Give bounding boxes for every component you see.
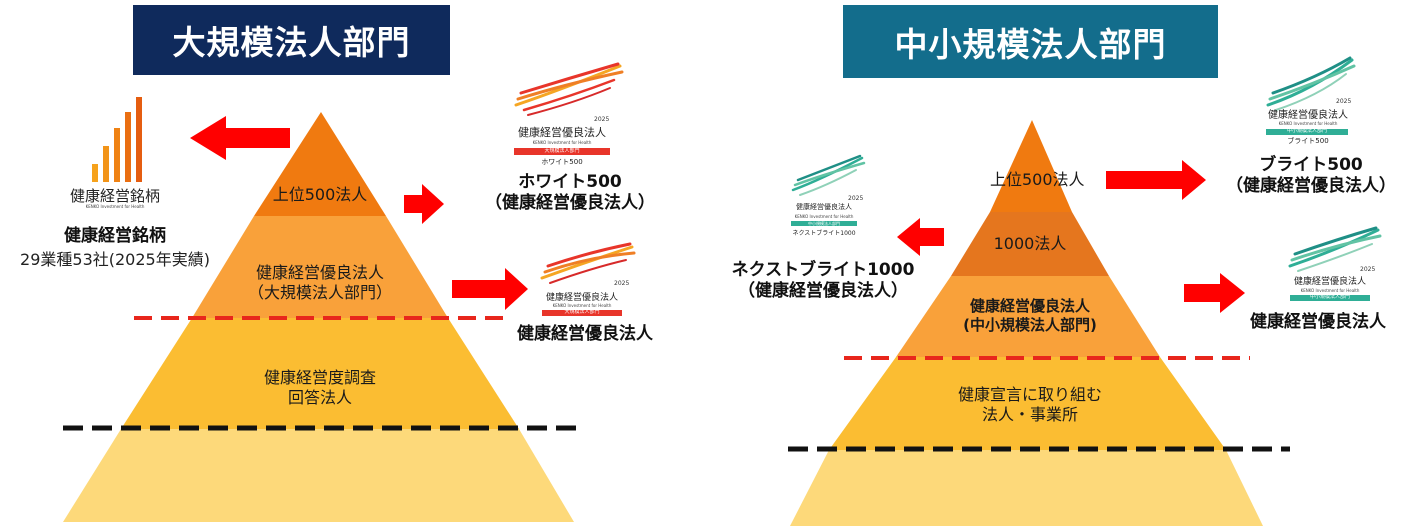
right-tier-base <box>790 450 1263 526</box>
bright500-logo-band-text: 中小規模法人部門 <box>1286 128 1327 134</box>
white500-logo-band <box>514 148 610 155</box>
right-tier-1000 <box>951 212 1109 276</box>
right-tier-certified-label: 健康経営優良法人 (中小規模法人部門) <box>930 297 1130 335</box>
nextbright-wave-icon <box>791 154 866 196</box>
arrow-to-certified-right <box>1184 273 1245 313</box>
right-tier-certified-line1: 健康経営優良法人 <box>969 297 1090 315</box>
certified-right-logo-band-text: 中小規模法人部門 <box>1309 294 1350 300</box>
bright500-caption: ブライト500 （健康経営優良法人） <box>1216 155 1406 198</box>
arrow-to-nextbright <box>897 218 944 256</box>
brand-bar-3 <box>114 128 120 182</box>
large-enterprise-title: 大規模法人部門 <box>133 5 450 75</box>
certified-left-caption: 健康経営優良法人 <box>517 324 653 344</box>
nextbright-caption-line2: （健康経営優良法人） <box>738 281 908 302</box>
certified-left-logo-name: 健康経営優良法人 <box>545 293 618 303</box>
arrow-to-white500 <box>404 184 444 224</box>
certified-right-logo-band <box>1290 295 1370 301</box>
right-tier-declaration-line1: 健康宣言に取り組む <box>957 385 1102 404</box>
right-pyramid <box>788 120 1290 526</box>
right-tier-certified <box>896 276 1160 357</box>
certified-left-logo-band <box>542 310 622 316</box>
right-tier-top-label: 上位500法人 <box>990 170 1085 189</box>
nextbright-logo-sub: ネクストブライト1000 <box>792 230 856 237</box>
white500-caption-line1: ホワイト500 <box>518 172 622 192</box>
certified-left-logo-band-text: 大規模法人部門 <box>564 309 600 315</box>
certified-right-caption: 健康経営優良法人 <box>1250 312 1386 332</box>
brand-stat: 29業種53社(2025年実績) <box>20 250 210 269</box>
left-tier-top-label: 上位500法人 <box>272 185 368 204</box>
bright500-wave-icon <box>1266 56 1356 111</box>
white500-caption-line2: （健康経営優良法人） <box>485 193 655 214</box>
bright500-logo-year: 2025 <box>1336 98 1352 105</box>
bright500-caption-line2: （健康経営優良法人） <box>1226 176 1396 197</box>
white500-logo-band-text: 大規模法人部門 <box>544 148 580 154</box>
certified-right-logo-year: 2025 <box>1360 266 1376 273</box>
nextbright-caption-line1: ネクストブライト1000 <box>731 260 915 280</box>
brand-bar-5 <box>136 97 142 182</box>
left-tier-survey <box>121 318 519 429</box>
brand-bars-icon <box>92 97 142 182</box>
white500-logo-sub: ホワイト500 <box>541 158 583 166</box>
left-tier-survey-line2: 回答法人 <box>287 388 352 407</box>
left-tier-certified-line2: （大規模法人部門） <box>247 283 392 302</box>
nextbright-caption: ネクストブライト1000 （健康経営優良法人） <box>728 260 918 303</box>
arrow-left-to-brand <box>190 116 290 160</box>
certified-left-logo-year: 2025 <box>614 280 630 287</box>
left-tier-survey-label: 健康経営度調査 回答法人 <box>180 368 460 408</box>
brand-caption: 健康経営銘柄 <box>64 226 166 246</box>
bright500-logo-sub: ブライト500 <box>1287 137 1329 145</box>
certified-left-wave-icon <box>540 242 636 284</box>
certified-right-wave-icon <box>1288 226 1382 272</box>
white500-logo-name: 健康経営優良法人 <box>518 126 606 139</box>
arrow-to-certified-left <box>452 268 528 310</box>
brand-bar-2 <box>103 146 109 182</box>
brand-logo-english: KENKO Investment for Health <box>85 204 145 209</box>
white500-logo-english: KENKO Investment for Health <box>532 140 592 145</box>
bright500-logo-name: 健康経営優良法人 <box>1268 110 1348 121</box>
white500-logo-year: 2025 <box>594 116 610 123</box>
bright500-logo-band <box>1266 129 1348 135</box>
left-tier-certified-line1: 健康経営優良法人 <box>255 263 384 282</box>
right-tier-declaration <box>829 357 1226 450</box>
certified-right-logo-name: 健康経営優良法人 <box>1293 277 1366 287</box>
nextbright-logo-english: KENKO Investment for Health <box>794 214 854 219</box>
brand-bar-4 <box>125 112 131 182</box>
nextbright-logo-year: 2025 <box>848 195 864 202</box>
sme-title: 中小規模法人部門 <box>843 5 1218 78</box>
nextbright-logo-band-text: 中小規模法人部門 <box>808 221 840 226</box>
brand-logo-name: 健康経営銘柄 <box>69 187 160 205</box>
certified-right-logo-english: KENKO Investment for Health <box>1300 288 1360 293</box>
right-tier-top <box>990 120 1072 212</box>
left-tier-survey-line1: 健康経営度調査 <box>263 368 376 387</box>
nextbright-logo-name: 健康経営優良法人 <box>796 203 852 211</box>
left-tier-certified-label: 健康経営優良法人 （大規模法人部門） <box>200 263 440 303</box>
left-tier-top <box>254 112 386 216</box>
right-tier-1000-label: 1000法人 <box>993 234 1067 253</box>
nextbright-logo-band <box>791 221 857 226</box>
right-tier-declaration-label: 健康宣言に取り組む 法人・事業所 <box>900 385 1160 425</box>
bright500-logo-english: KENKO Investment for Health <box>1278 121 1338 126</box>
white500-caption: ホワイト500 （健康経営優良法人） <box>470 172 670 215</box>
right-tier-certified-line2: (中小規模法人部門) <box>963 315 1097 334</box>
white500-wave-icon <box>514 62 624 116</box>
left-tier-base <box>63 429 574 522</box>
arrow-to-bright500 <box>1106 160 1206 200</box>
bright500-caption-line1: ブライト500 <box>1259 155 1363 175</box>
brand-bar-1 <box>92 164 98 182</box>
left-pyramid <box>63 112 576 522</box>
certified-left-logo-english: KENKO Investment for Health <box>552 303 612 308</box>
right-tier-declaration-line2: 法人・事業所 <box>981 405 1078 424</box>
left-tier-certified <box>192 216 448 318</box>
